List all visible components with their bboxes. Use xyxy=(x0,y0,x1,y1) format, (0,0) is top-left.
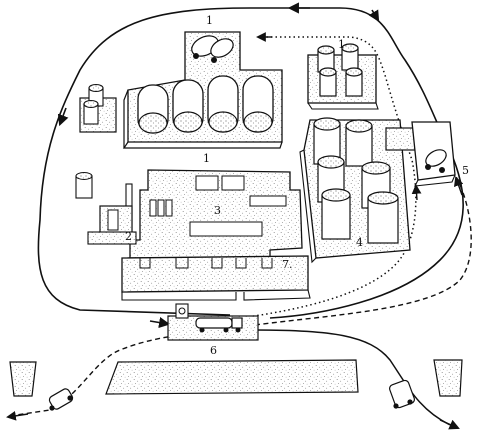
tanker-truck xyxy=(191,35,234,63)
dotted-route xyxy=(239,36,417,319)
label-3: 3 xyxy=(214,204,221,217)
storage-cylinders xyxy=(137,75,274,134)
label-5: 5 xyxy=(462,164,469,177)
route-arrow xyxy=(368,9,380,22)
route-arrow xyxy=(149,317,171,329)
label-6: 6 xyxy=(210,344,217,357)
loading-station-6 xyxy=(167,303,259,341)
exit-road xyxy=(254,329,451,426)
solid-route xyxy=(37,7,464,319)
route-arrow xyxy=(6,410,29,421)
bottom-strip xyxy=(105,359,359,395)
right-gatepost xyxy=(433,359,463,397)
tank-group-left xyxy=(79,83,117,133)
tanker-truck-entering xyxy=(48,388,74,411)
label-7: 7. xyxy=(282,258,293,271)
tank-group-top-right xyxy=(307,43,379,110)
label-1-right: 1 xyxy=(338,38,345,51)
tanker-truck-exiting xyxy=(389,379,415,409)
label-1-top: 1 xyxy=(206,14,213,27)
tank-farm-4 xyxy=(299,117,411,264)
tank-platform-top xyxy=(122,31,283,149)
label-1-mid: 1 xyxy=(203,152,210,165)
route-arrow xyxy=(453,176,464,196)
route-arrow xyxy=(411,184,422,201)
truck-garage-5 xyxy=(385,121,456,187)
label-2: 2 xyxy=(125,230,132,243)
main-building xyxy=(75,169,311,301)
label-4: 4 xyxy=(356,236,363,249)
tanker-truck xyxy=(195,317,243,333)
left-gatepost xyxy=(9,361,37,397)
route-arrow xyxy=(57,107,69,127)
route-arrow xyxy=(439,419,460,430)
